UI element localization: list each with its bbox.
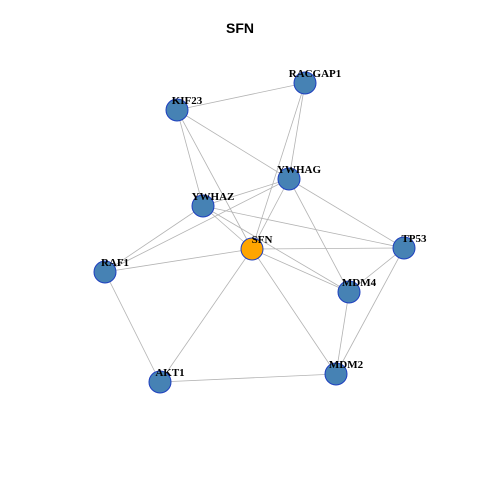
edge-racgap1-sfn bbox=[251, 82, 306, 250]
edge-raf1-akt1 bbox=[104, 271, 161, 383]
node-label-mdm4: MDM4 bbox=[342, 277, 377, 289]
node-label-ywhag: YWHAG bbox=[277, 164, 321, 176]
node-raf1[interactable] bbox=[93, 260, 117, 284]
node-label-racgap1: RACGAP1 bbox=[289, 68, 342, 80]
node-label-ywhaz: YWHAZ bbox=[192, 191, 235, 203]
edge-ywhaz-raf1 bbox=[104, 205, 204, 273]
edge-sfn-raf1 bbox=[104, 248, 253, 273]
node-layer bbox=[93, 71, 416, 394]
node-sfn[interactable] bbox=[240, 237, 264, 261]
node-label-raf1: RAF1 bbox=[101, 257, 129, 269]
node-label-sfn: SFN bbox=[252, 234, 273, 246]
node-mdm2[interactable] bbox=[324, 362, 348, 386]
edge-ywhag-mdm4 bbox=[288, 178, 350, 293]
node-mdm4[interactable] bbox=[337, 280, 361, 304]
node-ywhaz[interactable] bbox=[191, 194, 215, 218]
edge-kif23-sfn bbox=[176, 109, 253, 250]
node-ywhag[interactable] bbox=[277, 167, 301, 191]
edge-ywhag-ywhaz bbox=[202, 178, 290, 207]
edge-sfn-mdm4 bbox=[251, 248, 350, 293]
node-kif23[interactable] bbox=[165, 98, 189, 122]
edge-sfn-tp53 bbox=[251, 247, 405, 250]
node-label-kif23: KIF23 bbox=[172, 95, 203, 107]
edge-layer bbox=[104, 82, 405, 383]
node-label-mdm2: MDM2 bbox=[329, 359, 364, 371]
edge-kif23-ywhag bbox=[176, 109, 290, 180]
edge-ywhaz-tp53 bbox=[202, 205, 405, 249]
node-racgap1[interactable] bbox=[293, 71, 317, 95]
edge-mdm4-mdm2 bbox=[335, 291, 350, 375]
edge-akt1-mdm2 bbox=[159, 373, 337, 383]
edge-ywhag-tp53 bbox=[288, 178, 405, 249]
node-tp53[interactable] bbox=[392, 236, 416, 260]
edge-sfn-akt1 bbox=[159, 248, 253, 383]
edge-sfn-mdm2 bbox=[251, 248, 337, 375]
edge-kif23-ywhaz bbox=[176, 109, 204, 207]
diagram-title: SFN bbox=[226, 20, 254, 36]
edge-tp53-mdm4 bbox=[348, 247, 405, 293]
edge-kif23-racgap1 bbox=[176, 82, 306, 111]
node-label-akt1: AKT1 bbox=[155, 367, 184, 379]
node-akt1[interactable] bbox=[148, 370, 172, 394]
edge-racgap1-ywhag bbox=[288, 82, 306, 180]
node-label-tp53: TP53 bbox=[401, 233, 427, 245]
edge-ywhag-raf1 bbox=[104, 178, 290, 273]
edge-ywhag-sfn bbox=[251, 178, 290, 250]
edge-tp53-mdm2 bbox=[335, 247, 405, 375]
